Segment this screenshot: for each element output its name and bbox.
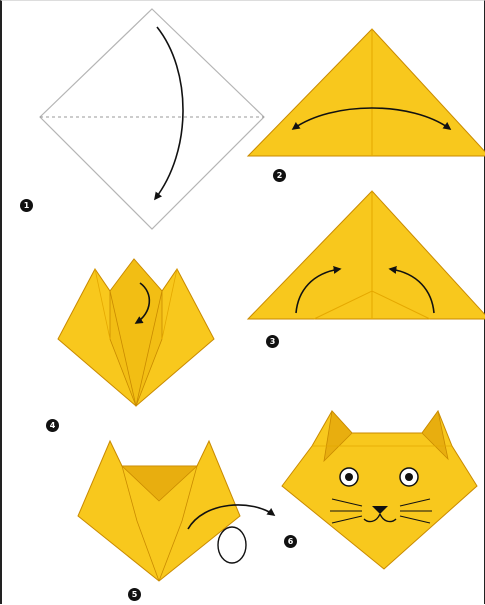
loop-arrow-icon [218, 527, 246, 563]
step5-shape [78, 441, 274, 581]
step-2-number: 2 [273, 169, 286, 182]
step-4-number: 4 [46, 419, 59, 432]
step1-square [40, 9, 264, 229]
step-1-number: 1 [20, 199, 33, 212]
step-5-number: 5 [128, 588, 141, 601]
step-6-number: 6 [284, 535, 297, 548]
step2-triangle [248, 29, 485, 156]
step6-cat-face [282, 411, 477, 569]
step-3-number: 3 [266, 335, 279, 348]
step3-triangle [248, 191, 485, 319]
step4-shape [58, 259, 214, 406]
